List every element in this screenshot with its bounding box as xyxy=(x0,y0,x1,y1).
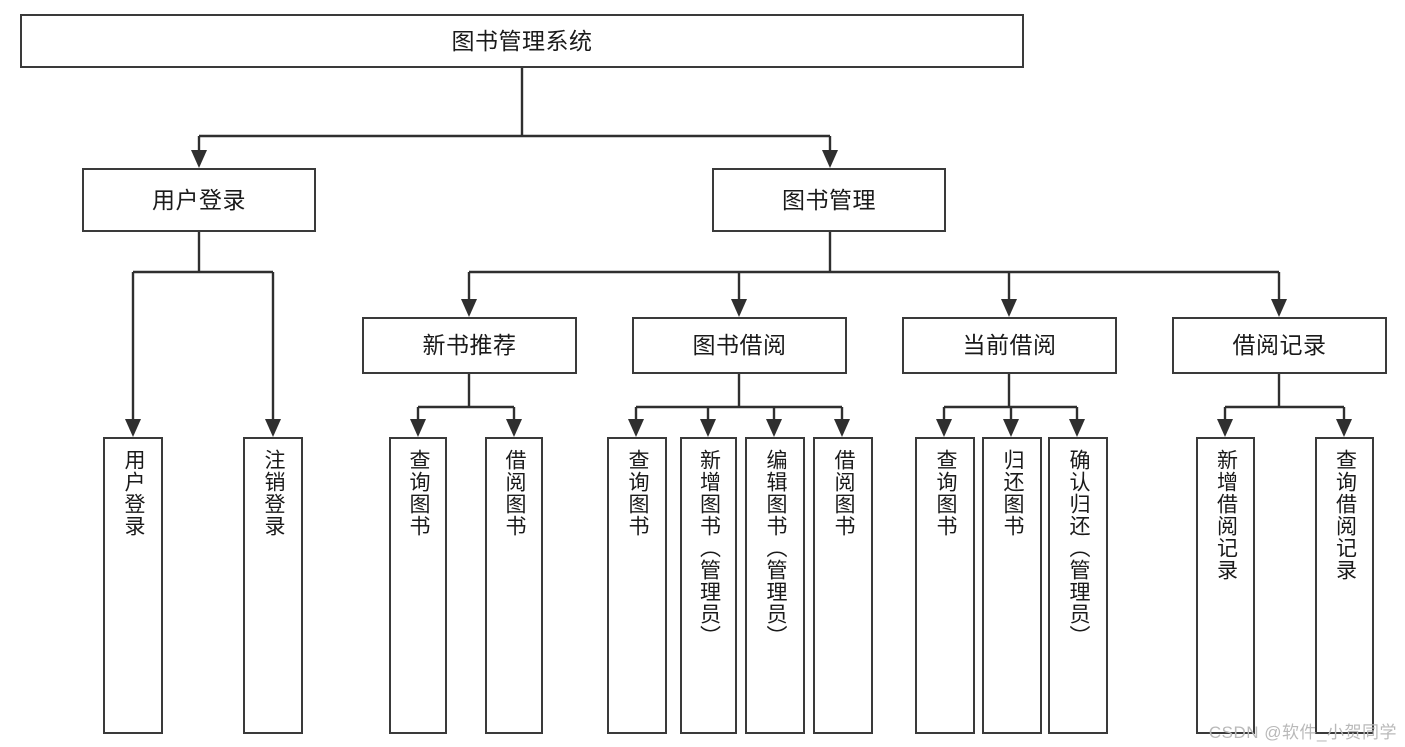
node-label: 编辑图书（管理员） xyxy=(764,449,788,647)
arrowhead-current-leaf-1 xyxy=(936,419,952,437)
arrowhead-leaf-logout xyxy=(265,419,281,437)
arrowhead-newbook-leaf-1 xyxy=(410,419,426,437)
arrowhead-leaf-user-login xyxy=(125,419,141,437)
node-label: 借阅记录 xyxy=(1232,332,1327,359)
node-label: 归还图书 xyxy=(1001,449,1025,537)
arrowhead-new-book xyxy=(461,299,477,317)
node-label: 图书借阅 xyxy=(692,332,787,359)
node-label: 图书管理 xyxy=(782,186,876,213)
leaf-borrow-add-book-admin[interactable]: 新增图书（管理员） xyxy=(680,437,737,734)
node-label: 新增借阅记录 xyxy=(1214,449,1238,581)
arrowhead-borrow-leaf-4 xyxy=(834,419,850,437)
leaf-current-query-book[interactable]: 查询图书 xyxy=(915,437,975,734)
node-borrow-record[interactable]: 借阅记录 xyxy=(1172,317,1387,374)
arrowhead-borrow-leaf-3 xyxy=(766,419,782,437)
arrowhead-userlogin xyxy=(191,150,207,168)
watermark: CSDN @软件_小贺同学 xyxy=(1208,723,1397,742)
arrowhead-borrow-leaf-2 xyxy=(700,419,716,437)
node-label: 当前借阅 xyxy=(962,332,1057,359)
leaf-newbook-query-book[interactable]: 查询图书 xyxy=(389,437,447,734)
node-label: 用户登录 xyxy=(152,186,246,213)
leaf-record-add-record[interactable]: 新增借阅记录 xyxy=(1196,437,1255,734)
leaf-current-return-book[interactable]: 归还图书 xyxy=(982,437,1042,734)
arrowhead-record-leaf-2 xyxy=(1336,419,1352,437)
node-user-login[interactable]: 用户登录 xyxy=(82,168,316,232)
node-label: 新增图书（管理员） xyxy=(697,449,721,647)
leaf-newbook-borrow-book[interactable]: 借阅图书 xyxy=(485,437,543,734)
node-label: 查询图书 xyxy=(934,449,958,537)
leaf-user-login[interactable]: 用户登录 xyxy=(103,437,163,734)
node-label: 借阅图书 xyxy=(832,449,856,537)
arrowhead-current-borrow xyxy=(1001,299,1017,317)
node-label: 新书推荐 xyxy=(422,332,517,359)
leaf-borrow-borrow-book[interactable]: 借阅图书 xyxy=(813,437,873,734)
node-book-management[interactable]: 图书管理 xyxy=(712,168,946,232)
node-label: 用户登录 xyxy=(122,449,146,537)
node-root-system[interactable]: 图书管理系统 xyxy=(20,14,1024,68)
node-label: 查询图书 xyxy=(407,449,431,537)
node-new-book-recommend[interactable]: 新书推荐 xyxy=(362,317,577,374)
node-label: 图书管理系统 xyxy=(451,27,593,54)
arrowhead-book-borrow xyxy=(731,299,747,317)
node-label: 借阅图书 xyxy=(503,449,527,537)
node-label: 注销登录 xyxy=(262,449,286,537)
node-label: 确认归还（管理员） xyxy=(1067,449,1091,647)
leaf-record-query-record[interactable]: 查询借阅记录 xyxy=(1315,437,1374,734)
node-label: 查询图书 xyxy=(626,449,650,537)
arrowhead-record-leaf-1 xyxy=(1217,419,1233,437)
arrowhead-borrow-leaf-1 xyxy=(628,419,644,437)
node-label: 查询借阅记录 xyxy=(1333,449,1357,581)
leaf-borrow-query-book[interactable]: 查询图书 xyxy=(607,437,667,734)
leaf-borrow-edit-book-admin[interactable]: 编辑图书（管理员） xyxy=(745,437,805,734)
arrowhead-bookmgmt xyxy=(822,150,838,168)
node-current-borrow[interactable]: 当前借阅 xyxy=(902,317,1117,374)
arrowhead-borrow-record xyxy=(1271,299,1287,317)
leaf-logout[interactable]: 注销登录 xyxy=(243,437,303,734)
leaf-current-confirm-return-admin[interactable]: 确认归还（管理员） xyxy=(1048,437,1108,734)
arrowhead-newbook-leaf-2 xyxy=(506,419,522,437)
node-book-borrow[interactable]: 图书借阅 xyxy=(632,317,847,374)
arrowhead-current-leaf-3 xyxy=(1069,419,1085,437)
arrowhead-current-leaf-2 xyxy=(1003,419,1019,437)
